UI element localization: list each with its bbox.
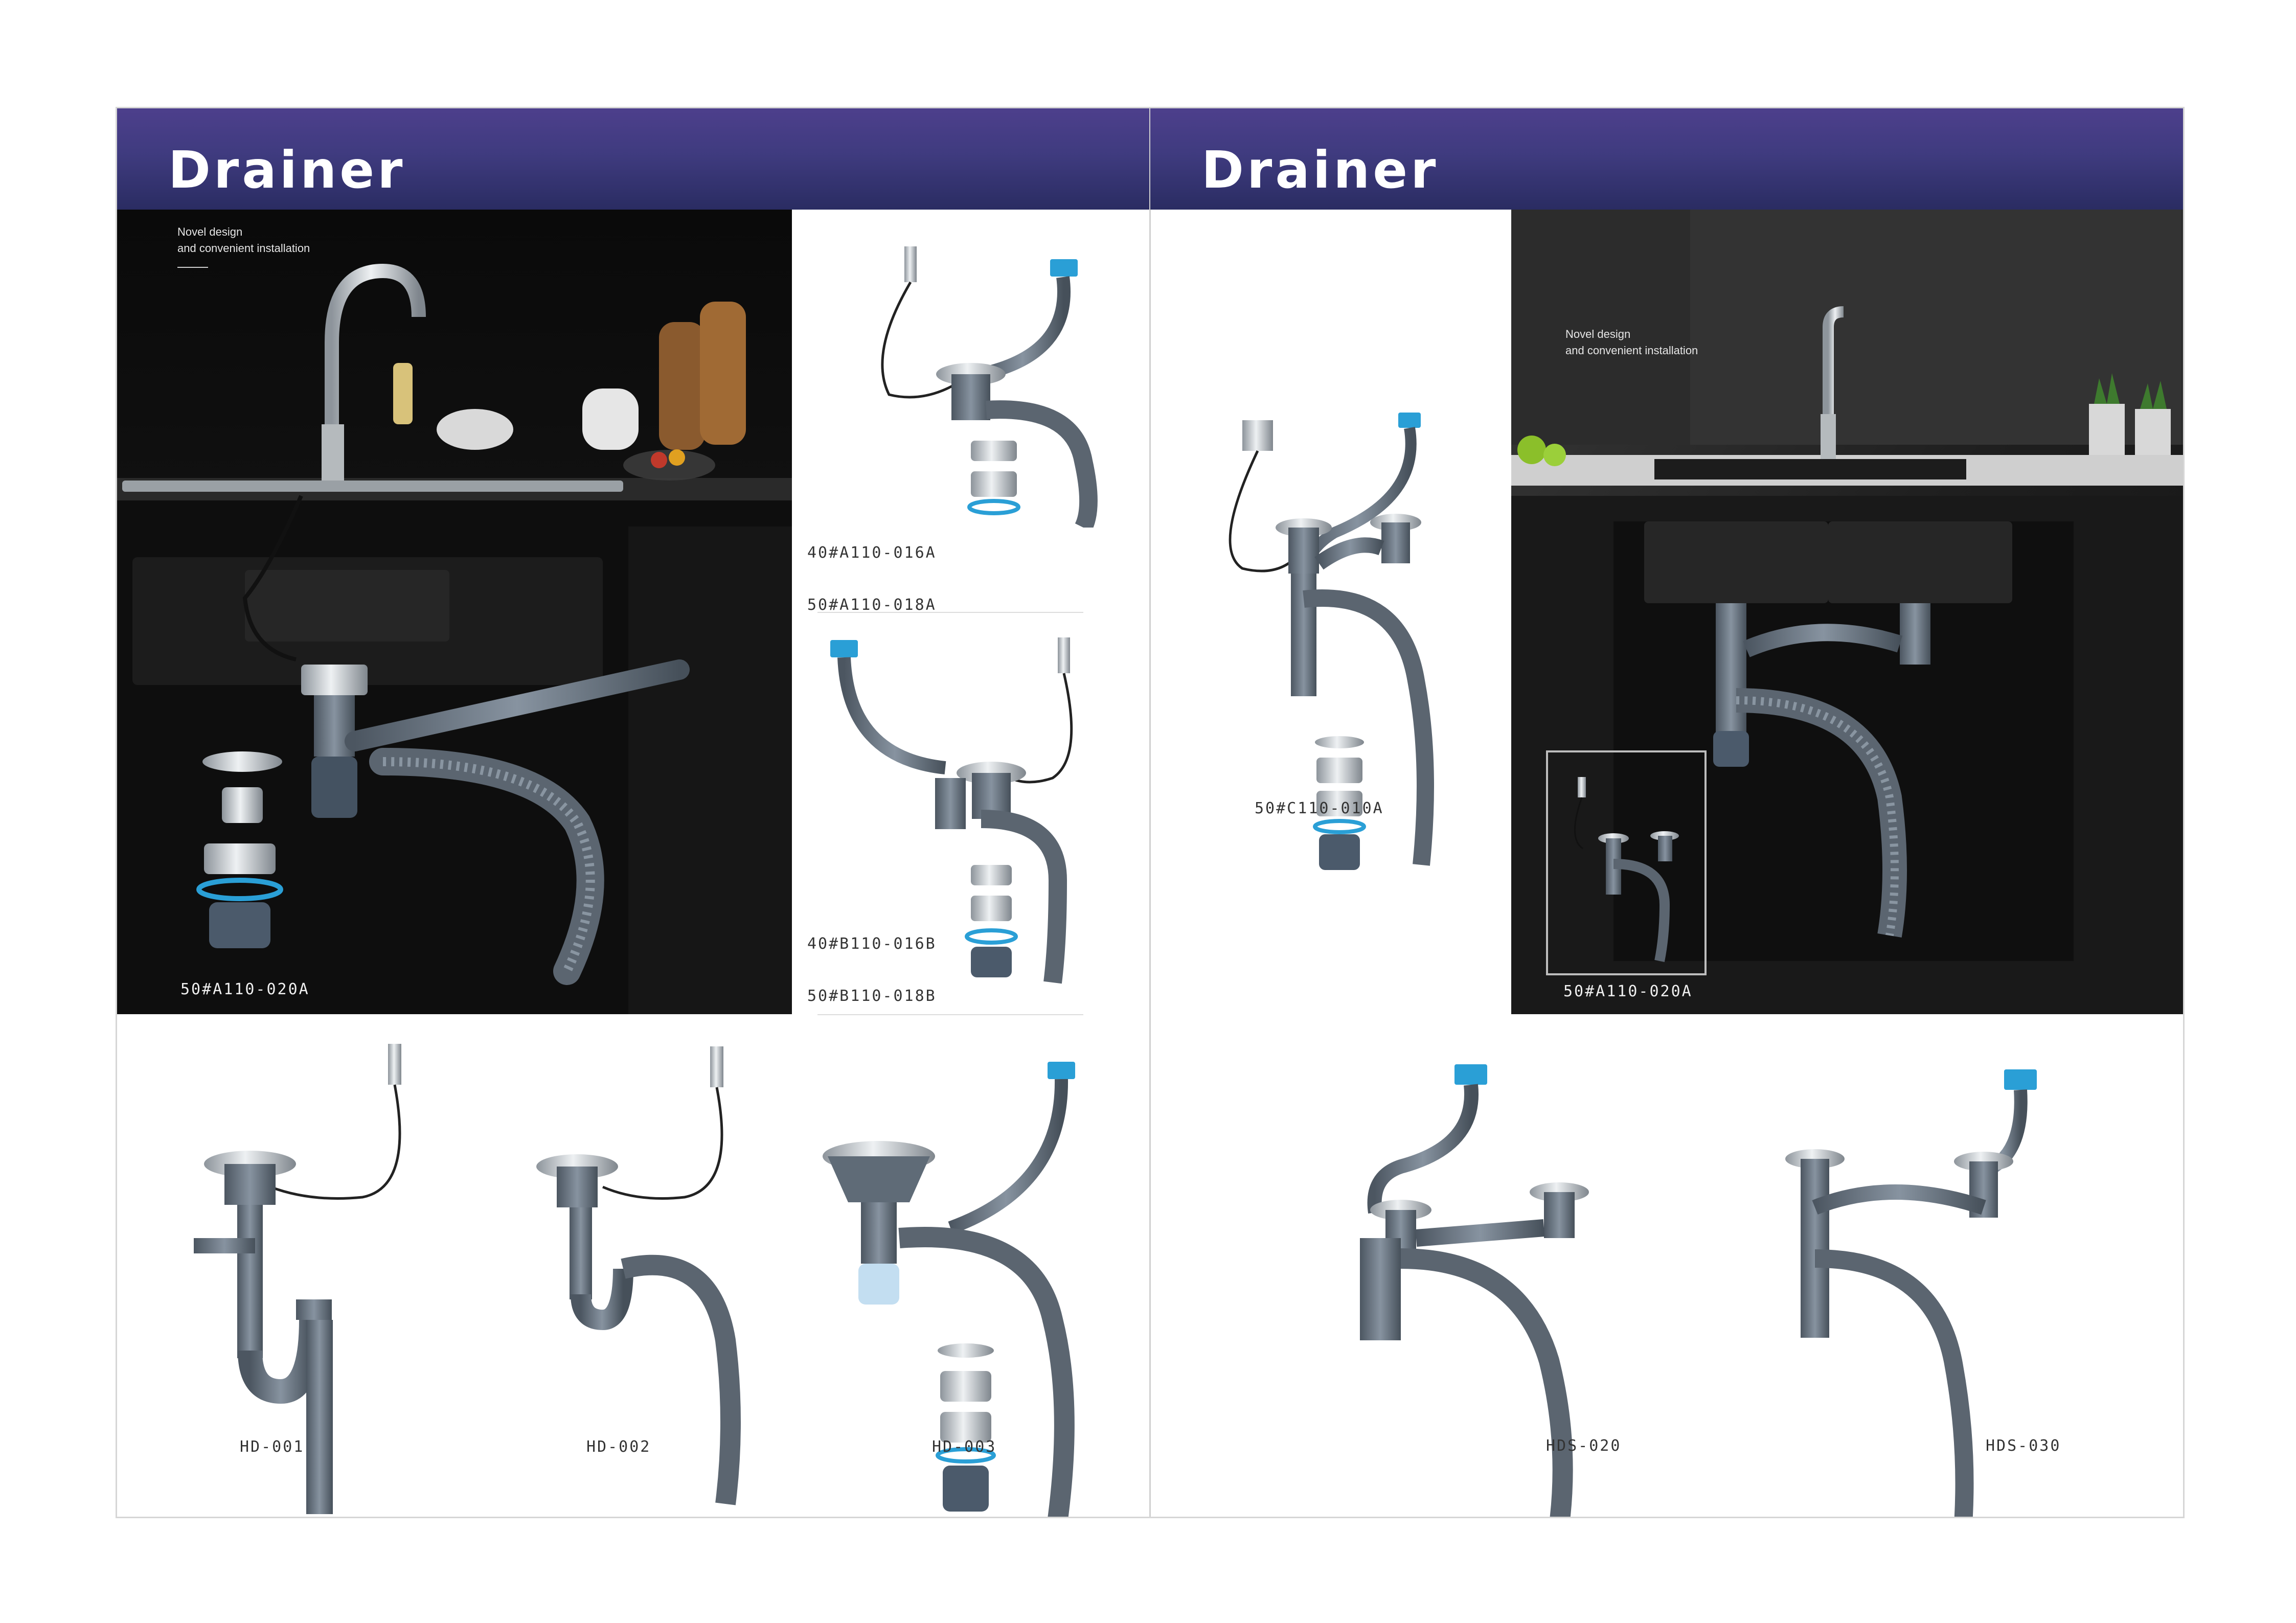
product-hds-020-image [1304,1044,1692,1517]
left-hero-tagline: Novel design and convenient installation [177,224,310,257]
side-product-2-model-b: 50#B110-018B [807,987,937,1005]
side-product-1-models: 40#A110-016A 50#A110-018A [807,510,937,649]
side-product-2-models: 40#B110-016B 50#B110-018B [807,901,937,1040]
page-fold [1149,108,1151,1517]
right-hero-model: 50#A110-020A [1563,982,1693,1000]
right-hero-tagline-line1: Novel design [1565,328,1631,340]
right-hero-photo: Novel design and convenient installation… [1511,210,2183,1014]
right-hero-tagline: Novel design and convenient installation [1565,326,1698,359]
side-separator-2 [817,1014,1083,1015]
side-product-3-model: 50#C110-010A [1255,799,1384,817]
side-product-2-image [817,625,1134,1003]
product-hd-002-model: HD-002 [586,1438,651,1456]
left-page: Drainer [117,108,1150,1517]
right-page: Drainer 50#C110-0 [1150,108,2183,1517]
right-page-header: Drainer [1150,108,2183,210]
side-product-2-model-a: 40#B110-016B [807,935,937,953]
side-product-1-image [817,221,1134,528]
left-hero-model: 50#A110-020A [180,980,310,998]
product-hds-030-model: HDS-030 [1986,1437,2061,1455]
product-hds-030-image [1738,1044,2127,1517]
left-hero-tagline-line2: and convenient installation [177,242,310,255]
right-hero-tagline-line2: and convenient installation [1565,344,1698,357]
product-hds-020-model: HDS-020 [1546,1437,1622,1455]
side-product-1-model-b: 50#A110-018A [807,596,937,614]
side-product-3-image [1181,395,1508,885]
left-hero-tagline-rule [177,267,208,268]
left-page-header: Drainer [117,108,1150,210]
left-hero-tagline-line1: Novel design [177,225,243,238]
brochure-spread: Drainer [116,107,2185,1518]
side-separator-1 [817,612,1083,613]
side-product-1-model-a: 40#A110-016A [807,544,937,562]
product-hd-003-model: HD-003 [932,1438,997,1456]
right-page-title: Drainer [1201,140,1439,200]
product-hd-002-image [506,1034,771,1517]
left-hero-photo: Novel design and convenient installation… [117,210,792,1014]
product-hd-003-image [797,1034,1124,1517]
product-hd-001-image [168,1034,434,1517]
left-page-title: Drainer [168,140,406,200]
product-hd-001-model: HD-001 [240,1438,305,1456]
